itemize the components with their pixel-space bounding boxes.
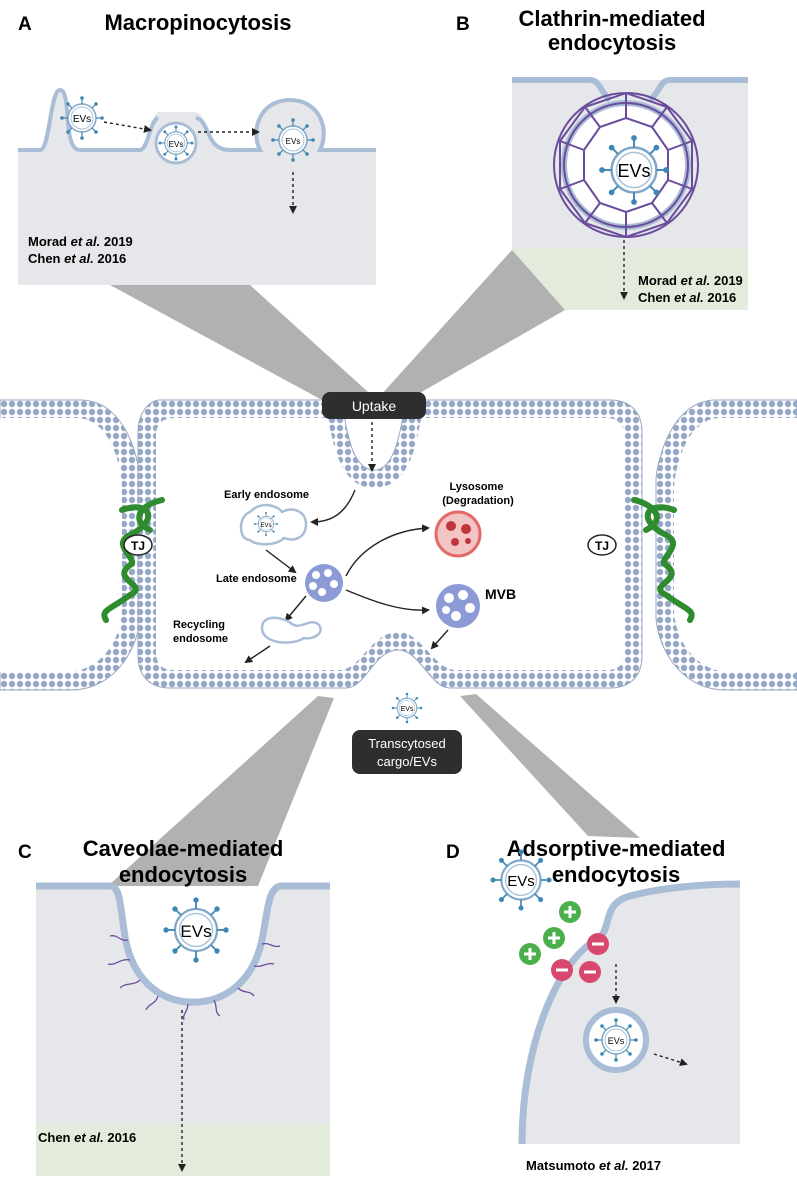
tight-junction-right [631, 497, 695, 623]
early-endosome-label: Early endosome [224, 489, 309, 501]
panel-c-title-2: endocytosis [119, 862, 247, 887]
panel-b-title: Clathrin-mediated [518, 6, 705, 31]
panel-d: D Adsorptive-mediated endocytosis EVs EV… [446, 836, 741, 1173]
ev-label: EVs [507, 873, 535, 890]
uptake-label: Uptake [352, 398, 397, 414]
positive-charge-icon [519, 901, 581, 965]
panel-d-title-2: endocytosis [552, 862, 680, 887]
panel-d-letter: D [446, 842, 460, 863]
transcytosed-label: Transcytosed [368, 736, 446, 751]
panel-c: C Caveolae-mediated endocytosis EVs Chen… [18, 836, 330, 1176]
panel-a-membrane [18, 87, 376, 152]
uptake-badge [322, 392, 426, 419]
ev-label: EVs [73, 114, 91, 125]
caveolin [107, 935, 281, 1021]
lysosome-label: Lysosome (Degradation) [442, 481, 514, 507]
ev-label: EVs [617, 161, 650, 181]
mvb-label: MVB [485, 586, 516, 602]
panel-a-ref-2: Chen et al. 2016 [28, 251, 126, 266]
panel-b-ref-1: Morad et al. 2019 [638, 273, 743, 288]
panel-a-letter: A [18, 14, 32, 35]
recycling-endosome-label: Recycling endosome [173, 619, 228, 645]
ev-label: EVs [260, 523, 271, 529]
zoom-wedge [380, 250, 565, 402]
panel-b-title-2: endocytosis [548, 30, 676, 55]
central-cell: TJ TJ Uptake Early endosome EVs Late end… [0, 392, 797, 774]
panel-d-ref: Matsumoto et al. 2017 [526, 1158, 661, 1173]
late-endosome-label: Late endosome [216, 573, 297, 585]
panel-a-title: Macropinocytosis [104, 10, 291, 35]
panel-d-title: Adsorptive-mediated [507, 836, 726, 861]
transcytosed-badge [352, 730, 462, 774]
panel-a: A Macropinocytosis EVs EVs EVs Morad et … [18, 10, 376, 285]
ev-label: EVs [286, 137, 301, 146]
negative-charge-icon [551, 933, 609, 983]
tight-junction-left [101, 497, 165, 623]
zoom-wedge [460, 694, 640, 838]
panel-a-ref-1: Morad et al. 2019 [28, 234, 133, 249]
ev-label: EVs [169, 140, 184, 149]
ev-label: EVs [180, 922, 211, 941]
ev-label: EVs [608, 1036, 625, 1046]
lysosome [434, 510, 482, 558]
panel-c-ref: Chen et al. 2016 [38, 1130, 136, 1145]
zoom-wedge [108, 696, 334, 886]
panel-c-title: Caveolae-mediated [83, 836, 284, 861]
zoom-wedge [110, 285, 368, 400]
panel-b-letter: B [456, 14, 470, 35]
ev-label: EVs [401, 706, 414, 713]
tj-label: TJ [131, 539, 145, 553]
panel-c-letter: C [18, 842, 32, 863]
panel-b-ref-2: Chen et al. 2016 [638, 290, 736, 305]
transcytosed-label-2: cargo/EVs [377, 754, 437, 769]
caveola-membrane [36, 882, 330, 1006]
panel-b: B Clathrin-mediated endocytosis EVs Mora… [456, 6, 748, 310]
clathrin-cage [553, 91, 699, 239]
tj-label: TJ [595, 539, 609, 553]
